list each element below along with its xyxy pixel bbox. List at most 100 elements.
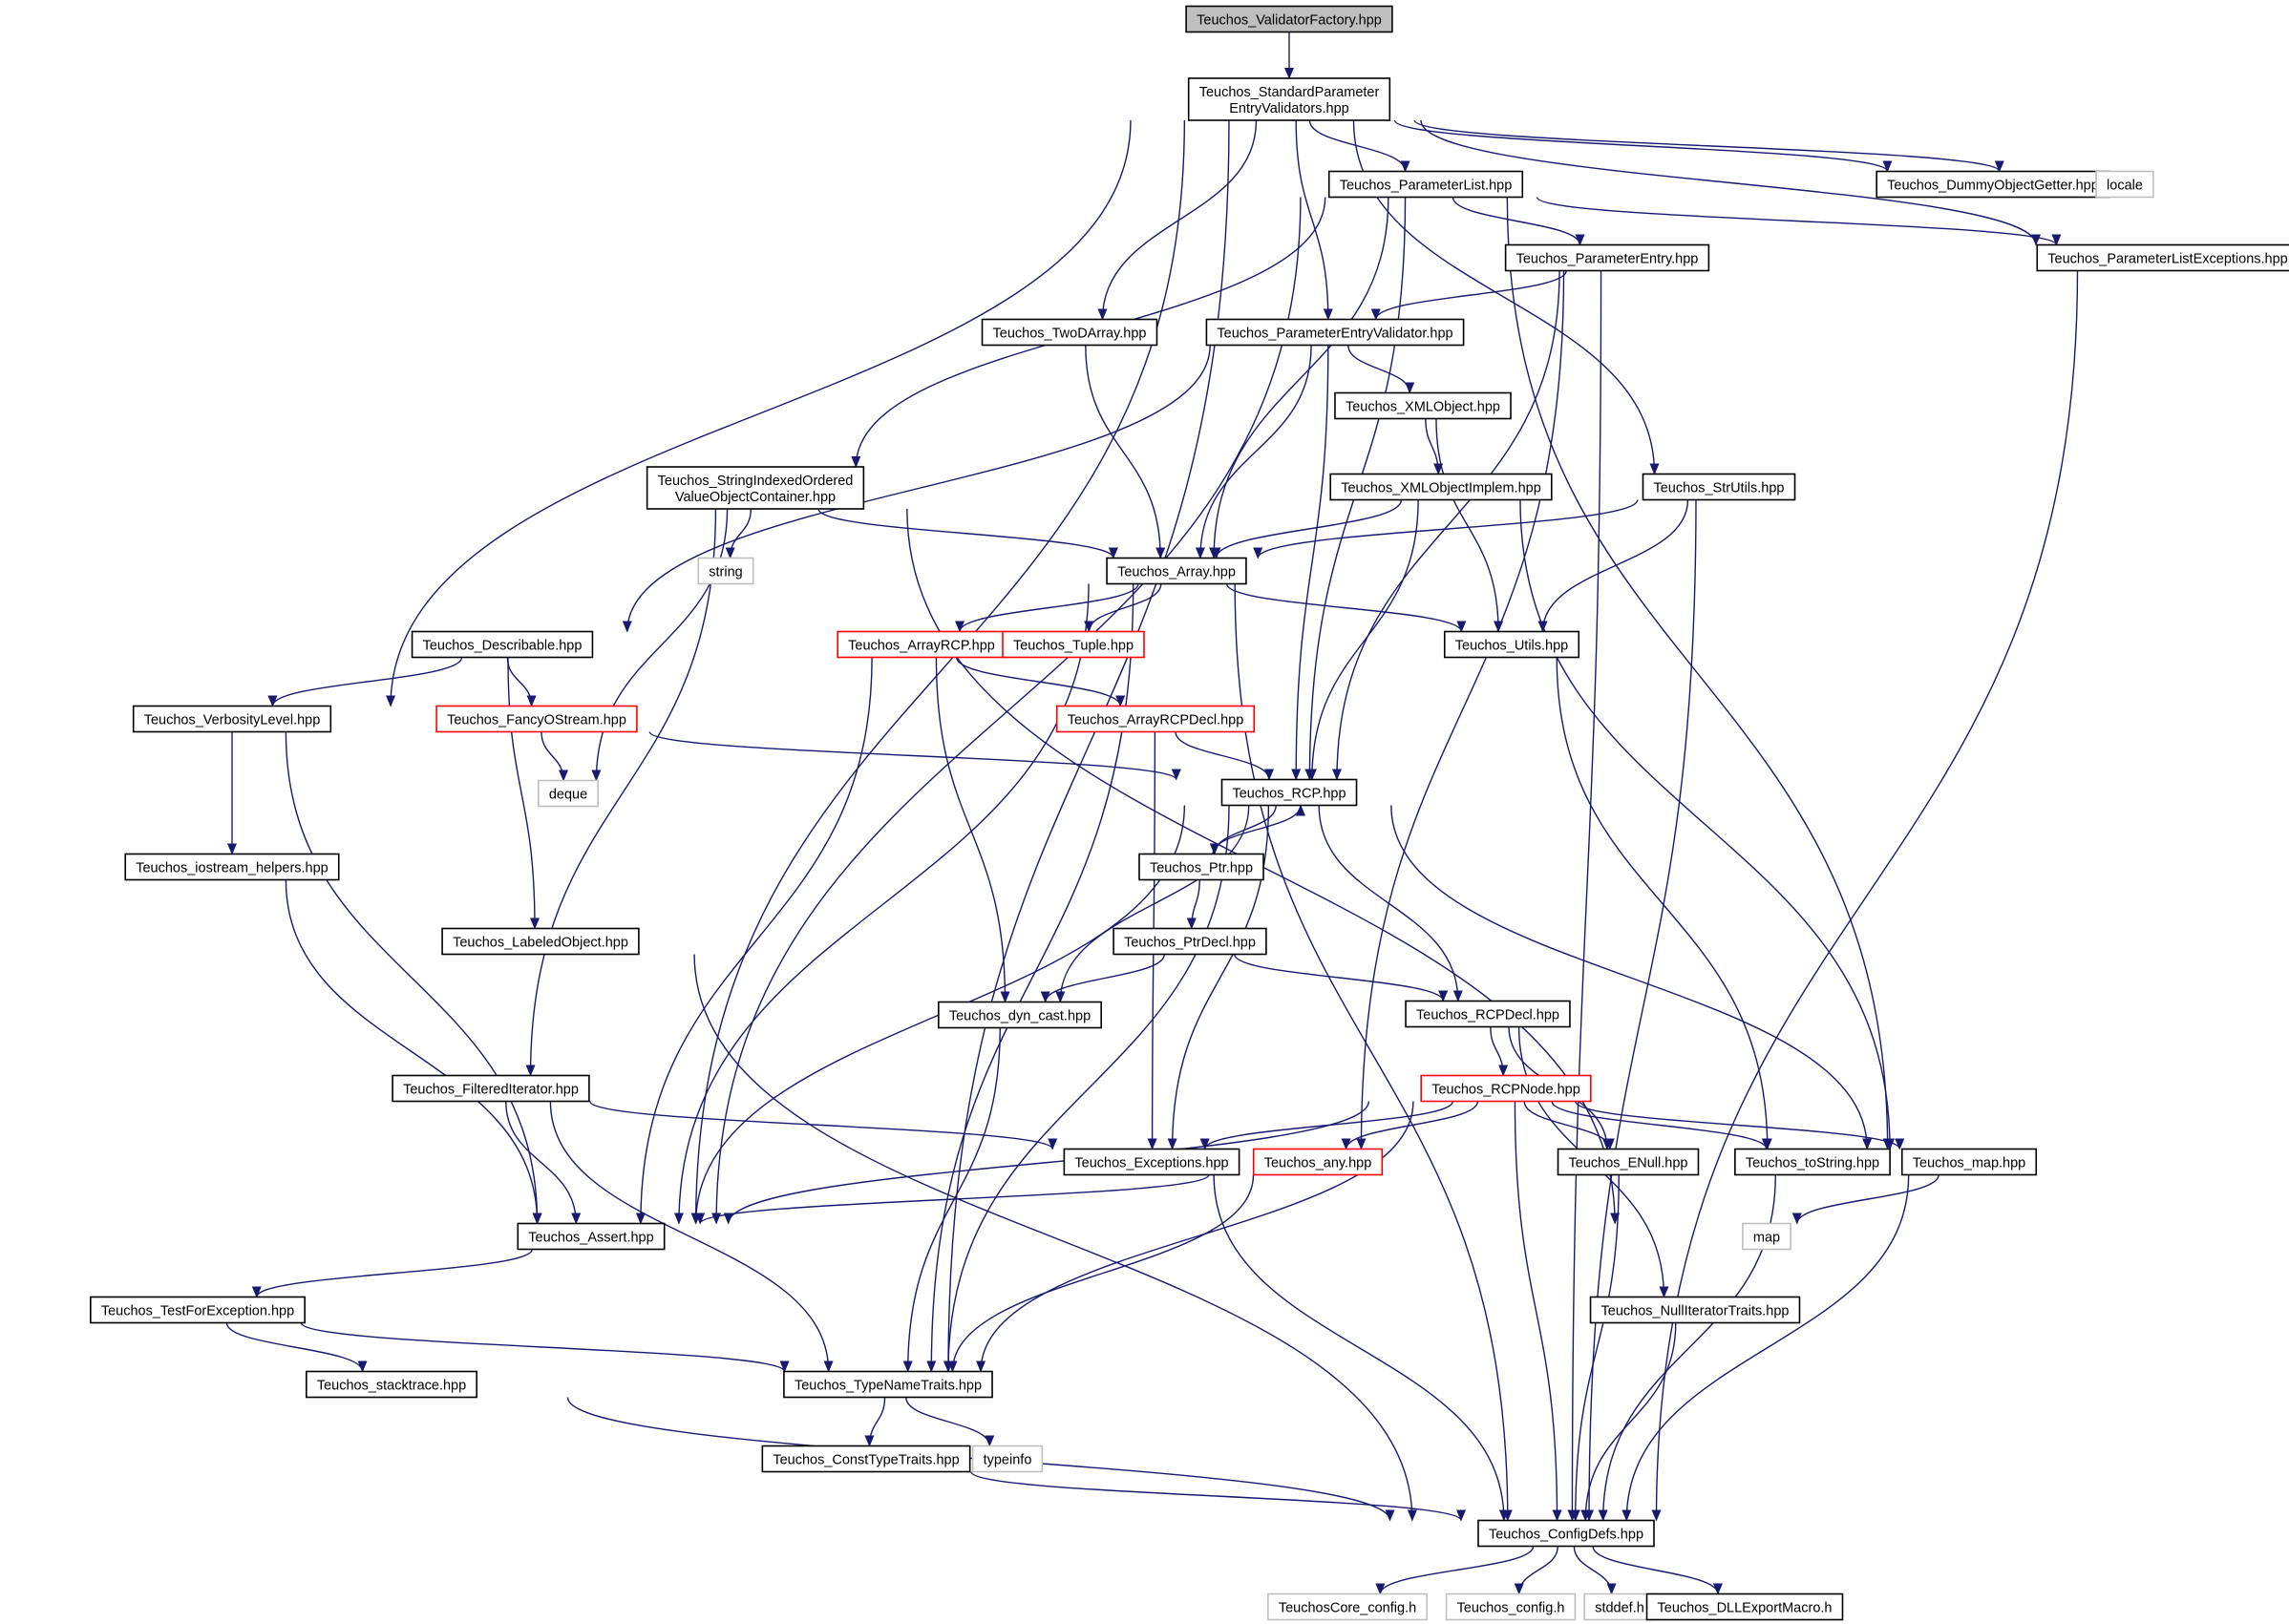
include-edge-line <box>955 583 1139 633</box>
node-teuchos-array[interactable]: Teuchos_Array.hpp <box>1106 557 1247 585</box>
include-edge-line <box>1331 270 1560 781</box>
node-label: Teuchos_DLLExportMacro.h <box>1658 1601 1833 1616</box>
include-edge-line <box>1514 1101 1562 1522</box>
node-box <box>1900 1148 2038 1176</box>
include-edge <box>300 1321 790 1373</box>
node-label: locale <box>2107 179 2143 194</box>
include-edge-line <box>1318 805 1463 1002</box>
include-edge-line <box>505 1101 582 1225</box>
node-teuchos-map[interactable]: Teuchos_map.hpp <box>1900 1148 2038 1176</box>
node-teuchos-arrayrcp[interactable]: Teuchos_ArrayRCP.hpp <box>837 630 1007 659</box>
node-box <box>124 853 340 881</box>
node-box <box>1645 1592 1844 1621</box>
include-edge <box>1435 418 1504 633</box>
include-edge-line <box>725 508 752 559</box>
node-teuchos-utils[interactable]: Teuchos_Utils.hpp <box>1443 630 1580 659</box>
node-label: Teuchos_TypeNameTraits.hpp <box>795 1379 982 1394</box>
node-teuchos-standardparameterentryvalidators[interactable]: Teuchos_StandardParameterEntryValidators… <box>1187 77 1391 121</box>
node-teuchos-dllexportmacro[interactable]: Teuchos_DLLExportMacro.h <box>1645 1592 1844 1621</box>
node-teuchos-nulliteratortraits[interactable]: Teuchos_NullIteratorTraits.hpp <box>1589 1296 1801 1324</box>
node-box <box>837 630 1007 659</box>
node-label: Teuchos_FancyOStream.hpp <box>447 713 626 728</box>
node-teuchos-rcpnode[interactable]: Teuchos_RCPNode.hpp <box>1420 1074 1592 1103</box>
include-edge <box>943 119 1230 1373</box>
node-teuchos-stringindexedorderedvalueobjectcontainer[interactable]: Teuchos_StringIndexedOrderedValueObjectC… <box>646 466 865 510</box>
node-teuchos-any[interactable]: Teuchos_any.hpp <box>1252 1148 1384 1176</box>
node-label: ValueObjectContainer.hpp <box>675 490 836 505</box>
node-teuchos-strutils[interactable]: Teuchos_StrUtils.hpp <box>1642 473 1796 501</box>
node-teuchos-describable[interactable]: Teuchos_Describable.hpp <box>411 630 594 659</box>
node-teuchos-assert[interactable]: Teuchos_Assert.hpp <box>517 1222 666 1251</box>
node-box <box>783 1370 993 1399</box>
node-box <box>90 1296 306 1324</box>
node-label: deque <box>549 788 587 803</box>
node-teuchos-xmlobject[interactable]: Teuchos_XMLObject.hpp <box>1334 391 1512 420</box>
node-teuchos-verbositylevel[interactable]: Teuchos_VerbosityLevel.hpp <box>132 705 332 733</box>
include-edge-line <box>225 1322 368 1373</box>
node-teuchos-tostring[interactable]: Teuchos_toString.hpp <box>1734 1148 1891 1176</box>
include-edge-line <box>285 731 542 1225</box>
node-box <box>1063 1148 1240 1176</box>
node-teuchos-exceptions[interactable]: Teuchos_Exceptions.hpp <box>1063 1148 1240 1176</box>
node-teuchos-configdefs[interactable]: Teuchos_ConfigDefs.hpp <box>1477 1519 1655 1548</box>
include-edge <box>1055 805 1250 1003</box>
node-teuchos-fancyostream[interactable]: Teuchos_FancyOStream.hpp <box>435 705 638 733</box>
include-edge-line <box>1621 1174 1910 1522</box>
include-edge <box>976 1101 1414 1373</box>
node-teuchos-stacktrace[interactable]: Teuchos_stacktrace.hpp <box>306 1370 477 1399</box>
node-label: Teuchos_ValidatorFactory.hpp <box>1197 13 1382 29</box>
node-teuchos-parameterentry[interactable]: Teuchos_ParameterEntry.hpp <box>1504 243 1710 272</box>
include-edge <box>622 345 1211 633</box>
node-teuchos-rcp[interactable]: Teuchos_RCP.hpp <box>1220 778 1358 807</box>
node-teuchos-parameterlist[interactable]: Teuchos_ParameterList.hpp <box>1327 170 1524 199</box>
node-teuchos-consttypetraits[interactable]: Teuchos_ConstTypeTraits.hpp <box>761 1445 971 1473</box>
node-label: Teuchos_map.hpp <box>1913 1156 2026 1171</box>
node-label: Teuchos_TestForException.hpp <box>101 1304 294 1319</box>
include-edge-line <box>251 1249 533 1298</box>
node-box <box>1642 473 1796 501</box>
node-teuchos-dummyobjectgetter[interactable]: Teuchos_DummyObjectGetter.hpp <box>1876 170 2110 199</box>
node-label: Teuchos_XMLObject.hpp <box>1346 400 1500 415</box>
node-teuchos-typenametraits[interactable]: Teuchos_TypeNameTraits.hpp <box>783 1370 993 1399</box>
include-edge <box>1490 1026 1509 1077</box>
include-edge-line <box>1055 805 1250 1003</box>
node-teuchos-iostream-helpers[interactable]: Teuchos_iostream_helpers.hpp <box>124 853 340 881</box>
node-teuchos-parameterlistexceptions[interactable]: Teuchos_ParameterListExceptions.hpp <box>2036 243 2289 272</box>
include-edge <box>506 657 537 707</box>
include-edge <box>1573 1546 1617 1595</box>
include-edge <box>905 1397 995 1447</box>
node-box <box>1329 473 1553 501</box>
include-edge-line <box>1551 1101 1771 1150</box>
node-teuchos-filterediterator[interactable]: Teuchos_FilteredIterator.hpp <box>392 1074 590 1103</box>
include-edge-line <box>1234 583 1513 1522</box>
node-teuchos-ptr[interactable]: Teuchos_Ptr.hpp <box>1138 853 1264 881</box>
node-teuchos-xmlobjectimplem[interactable]: Teuchos_XMLObjectImplem.hpp <box>1329 473 1553 501</box>
node-label: Teuchos_RCPNode.hpp <box>1431 1083 1580 1098</box>
include-edge-line <box>1519 499 1896 1150</box>
node-teuchos-parameterentryvalidator[interactable]: Teuchos_ParameterEntryValidator.hpp <box>1205 318 1465 347</box>
node-teuchos-enull[interactable]: Teuchos_ENull.hpp <box>1557 1148 1700 1176</box>
node-teuchos-rcpdecl[interactable]: Teuchos_RCPDecl.hpp <box>1405 1000 1571 1028</box>
node-box <box>538 779 599 808</box>
include-edge-line <box>947 1174 1255 1373</box>
node-teuchos-testforexception[interactable]: Teuchos_TestForException.hpp <box>90 1296 306 1324</box>
node-label: Teuchos_NullIteratorTraits.hpp <box>1601 1304 1790 1319</box>
include-edge <box>635 657 873 1225</box>
node-teuchos-ptrdecl[interactable]: Teuchos_PtrDecl.hpp <box>1113 927 1267 956</box>
node-teuchos-labeledobject[interactable]: Teuchos_LabeledObject.hpp <box>441 927 640 956</box>
node-label: TeuchosCore_config.h <box>1279 1601 1416 1616</box>
node-teuchos-dyn-cast[interactable]: Teuchos_dyn_cast.hpp <box>938 1001 1102 1029</box>
node-teuchos-twodarray[interactable]: Teuchos_TwoDArray.hpp <box>981 318 1158 347</box>
node-box <box>761 1445 971 1473</box>
include-edge <box>589 1100 1057 1150</box>
node-teuchos-validatorfactory[interactable]: Teuchos_ValidatorFactory.hpp <box>1185 5 1393 33</box>
include-edge-line <box>1506 197 1893 1150</box>
include-edge <box>1175 731 1274 781</box>
include-edge <box>1570 1174 1620 1522</box>
include-edge <box>1195 345 1312 559</box>
node-box <box>938 1001 1102 1029</box>
node-box <box>1876 170 2110 199</box>
node-teuchos-arrayrcpdecl[interactable]: Teuchos_ArrayRCPDecl.hpp <box>1055 705 1256 733</box>
node-teuchos-tuple[interactable]: Teuchos_Tuple.hpp <box>1002 630 1145 659</box>
include-edge <box>690 119 1186 1225</box>
